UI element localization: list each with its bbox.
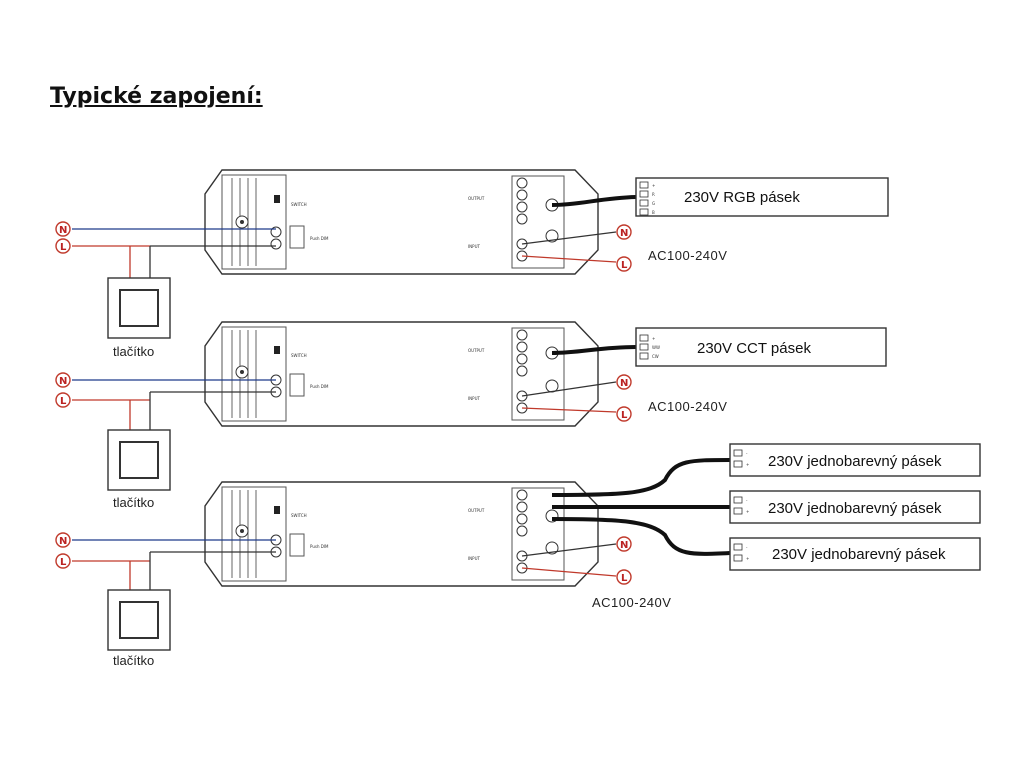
live-terminal-icon xyxy=(55,392,71,408)
diagram-cct: SWITCH Push DIM OUTPUT INPUT N L tlačítk… xyxy=(55,321,887,510)
strip-label: 230V jednobarevný pásek xyxy=(772,546,946,563)
live-terminal-label: L xyxy=(60,242,67,253)
supply-neutral-label: N xyxy=(620,378,628,389)
supply-neutral-label: N xyxy=(620,228,628,239)
live-terminal-label: L xyxy=(60,396,67,407)
push-dim-label: Push DIM xyxy=(310,544,329,549)
supply-voltage-label: AC100-240V xyxy=(648,248,727,263)
input-label: INPUT xyxy=(468,396,481,401)
button-label: tlačítko xyxy=(113,495,154,510)
pin-label: CW xyxy=(652,354,659,359)
pin-label: + xyxy=(746,556,749,561)
supply-live-label: L xyxy=(621,260,628,271)
live-terminal-label: L xyxy=(60,557,67,568)
controller-housing xyxy=(204,321,599,427)
strip-label: 230V RGB pásek xyxy=(684,189,800,206)
neutral-terminal-label: N xyxy=(59,376,67,387)
neutral-terminal-icon xyxy=(55,372,71,388)
pin-label: WW xyxy=(652,345,660,350)
strip-label: 230V CCT pásek xyxy=(697,340,811,357)
supply-neutral-label: N xyxy=(620,540,628,551)
push-dim-label: Push DIM xyxy=(310,384,329,389)
switch-label: SWITCH xyxy=(291,202,307,207)
button-label: tlačítko xyxy=(113,344,154,359)
switch-button-icon xyxy=(274,506,280,514)
neutral-terminal-icon xyxy=(55,221,71,237)
output-label: OUTPUT xyxy=(468,508,485,513)
live-terminal-icon xyxy=(55,553,71,569)
output-label: OUTPUT xyxy=(468,348,485,353)
pin-label: R xyxy=(652,192,655,197)
page-title: Typické zapojení: xyxy=(50,84,263,109)
input-label: INPUT xyxy=(468,556,481,561)
diagram-single-color: SWITCH Push DIM OUTPUT INPUT N L tlačítk… xyxy=(55,443,981,668)
output-label: OUTPUT xyxy=(468,196,485,201)
input-label: INPUT xyxy=(468,244,481,249)
pin-label: + xyxy=(746,509,749,514)
pin-label: + xyxy=(746,462,749,467)
diagram-rgb: SWITCH Push DIM OUTPUT INPUT N L tlačítk… xyxy=(55,169,889,359)
button-label: tlačítko xyxy=(113,653,154,668)
pin-label: + xyxy=(652,336,655,341)
supply-live-label: L xyxy=(621,410,628,421)
pin-label: - xyxy=(746,498,748,503)
controller-left-end xyxy=(221,174,287,270)
supply-live-label: L xyxy=(621,573,628,584)
controller-housing xyxy=(204,481,599,587)
pin-label: - xyxy=(746,545,748,550)
strip-label: 230V jednobarevný pásek xyxy=(768,453,942,470)
pin-label: - xyxy=(746,451,748,456)
switch-label: SWITCH xyxy=(291,513,307,518)
neutral-terminal-icon xyxy=(55,532,71,548)
supply-voltage-label: AC100-240V xyxy=(648,399,727,414)
led-strip-single-2 xyxy=(729,490,981,524)
neutral-terminal-label: N xyxy=(59,536,67,547)
led-strip-single-3 xyxy=(729,537,981,571)
neutral-terminal-label: N xyxy=(59,225,67,236)
pin-label: B xyxy=(652,210,655,215)
push-dim-label: Push DIM xyxy=(310,236,329,241)
led-strip-cct xyxy=(635,327,887,367)
live-terminal-icon xyxy=(55,238,71,254)
switch-button-icon xyxy=(274,346,280,354)
led-strip-single-1 xyxy=(729,443,981,477)
led-strip-rgb xyxy=(635,177,889,217)
controller-housing xyxy=(204,169,599,275)
pin-label: + xyxy=(652,183,655,188)
strip-label: 230V jednobarevný pásek xyxy=(768,500,942,517)
pin-label: G xyxy=(652,201,655,206)
supply-voltage-label: AC100-240V xyxy=(592,595,671,610)
switch-label: SWITCH xyxy=(291,353,307,358)
switch-button-icon xyxy=(274,195,280,203)
